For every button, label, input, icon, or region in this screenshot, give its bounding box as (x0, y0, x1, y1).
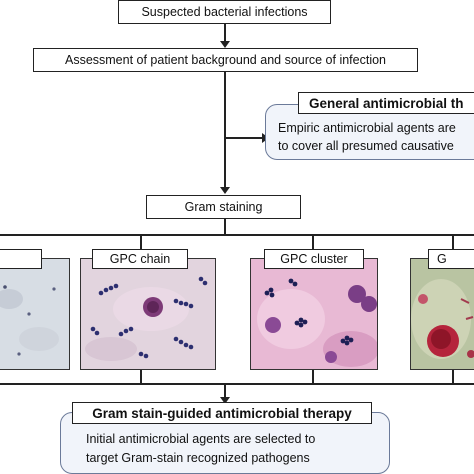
connector-line (224, 24, 226, 44)
connector-line (140, 234, 142, 250)
stain-label-1 (0, 249, 42, 269)
connector-line (312, 234, 314, 250)
stain-label-gpc-cluster-text: GPC cluster (280, 252, 348, 266)
arrow-head (220, 397, 230, 404)
stain-microscopy-1 (0, 285, 59, 356)
general-therapy-line2: to cover all presumed causative (278, 139, 454, 153)
gram-staining-box: Gram staining (146, 195, 301, 219)
stain-microscopy-gpc-cluster (257, 278, 377, 367)
connector-line (312, 370, 314, 384)
stain-image-1 (0, 258, 70, 370)
stain-microscopy-gpc-chain (85, 276, 208, 361)
general-therapy-title: General antimicrobial th (298, 92, 474, 114)
connector-line (0, 383, 474, 385)
suspected-infections-label: Suspected bacterial infections (141, 5, 308, 19)
connector-line (0, 234, 474, 236)
general-therapy-title-text: General antimicrobial th (309, 95, 464, 111)
assessment-box: Assessment of patient background and sou… (33, 48, 418, 72)
stain-image-4 (410, 258, 474, 370)
guided-therapy-title-text: Gram stain-guided antimicrobial therapy (92, 405, 352, 421)
stain-image-gpc-cluster (250, 258, 378, 370)
arrow-head (220, 187, 230, 194)
stain-label-4-text: G (437, 252, 447, 266)
connector-line (224, 219, 226, 235)
guided-therapy-line2: target Gram-stain recognized pathogens (86, 451, 310, 465)
connector-line (224, 383, 226, 399)
stain-microscopy-4 (411, 279, 474, 359)
guided-therapy-line1: Initial antimicrobial agents are selecte… (86, 432, 316, 446)
stain-label-gpc-chain: GPC chain (92, 249, 188, 269)
connector-line (452, 234, 454, 250)
stain-label-gpc-chain-text: GPC chain (109, 252, 171, 266)
suspected-infections-box: Suspected bacterial infections (118, 0, 331, 24)
arrow-head (220, 41, 230, 48)
gram-staining-label: Gram staining (184, 200, 263, 214)
connector-line (224, 72, 226, 189)
guided-therapy-title: Gram stain-guided antimicrobial therapy (72, 402, 372, 424)
assessment-label: Assessment of patient background and sou… (64, 53, 387, 67)
stain-label-gpc-cluster: GPC cluster (264, 249, 364, 269)
connector-line (452, 370, 454, 384)
stain-label-4: G (428, 249, 474, 269)
general-therapy-line1: Empiric antimicrobial agents are (278, 121, 456, 135)
connector-line (140, 370, 142, 384)
stain-image-gpc-chain (80, 258, 216, 370)
connector-line (224, 137, 264, 139)
